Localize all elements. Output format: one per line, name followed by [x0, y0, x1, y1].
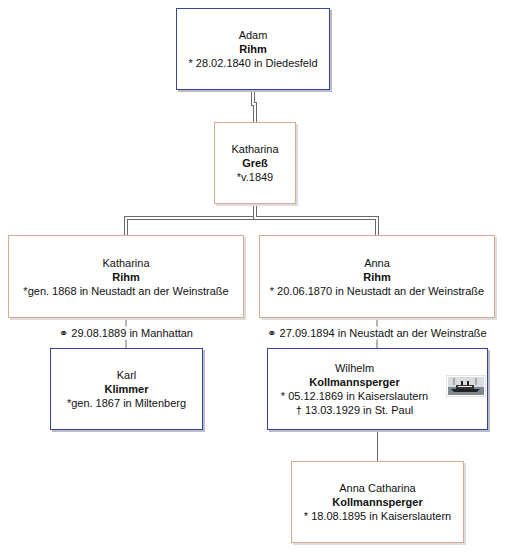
person-box: AdamRihm* 28.02.1840 in Diedesfeld [176, 8, 330, 90]
partnership-line [377, 430, 378, 461]
descent-line [255, 204, 377, 235]
surname: Rihm [112, 270, 140, 284]
person-text: * 18.08.1895 in Kaiserslautern [304, 509, 451, 523]
person-text: * 28.02.1840 in Diedesfeld [188, 56, 317, 70]
person-text: Katharina [102, 256, 149, 270]
person-text: Katharina [231, 142, 278, 156]
person-box: Anna CatharinaKollmannsperger* 18.08.189… [291, 461, 464, 543]
surname: Rihm [239, 42, 267, 56]
person-box: AnnaRihm* 20.06.1870 in Neustadt an der … [259, 235, 495, 318]
surname: Greß [242, 156, 268, 170]
person-text: * 05.12.1869 in Kaiserslautern [281, 389, 428, 403]
surname: Klimmer [104, 382, 148, 396]
line-inner [126, 204, 255, 235]
line-inner [253, 90, 255, 122]
marriage-label: ⚭ 29.08.1889 in Manhattan [56, 327, 196, 340]
person-text: Wilhelm [335, 361, 374, 375]
surname: Rihm [363, 270, 391, 284]
line-inner [255, 204, 377, 235]
person-text: Anna [364, 256, 390, 270]
person-text: *v.1849 [237, 170, 274, 184]
person-box: KatharinaRihm*gen. 1868 in Neustadt an d… [8, 235, 244, 318]
person-box: KarlKlimmer*gen. 1867 in Miltenberg [50, 348, 203, 430]
person-text: Karl [117, 368, 137, 382]
person-text: † 13.03.1929 in St. Paul [296, 403, 413, 417]
person-text: Anna Catharina [339, 481, 415, 495]
descent-line [253, 90, 255, 122]
person-text: *gen. 1868 in Neustadt an der Weinstraße [23, 284, 228, 298]
person-box: KatharinaGreß*v.1849 [214, 122, 296, 204]
descent-line [126, 204, 255, 235]
person-text: *gen. 1867 in Miltenberg [67, 396, 186, 410]
marriage-label: ⚭ 27.09.1894 in Neustadt an der Weinstra… [264, 327, 489, 340]
person-text: * 20.06.1870 in Neustadt an der Weinstra… [270, 284, 484, 298]
person-text: Adam [239, 28, 268, 42]
ship-photo [446, 375, 486, 397]
surname: Kollmannsperger [309, 375, 399, 389]
surname: Kollmannsperger [332, 495, 422, 509]
